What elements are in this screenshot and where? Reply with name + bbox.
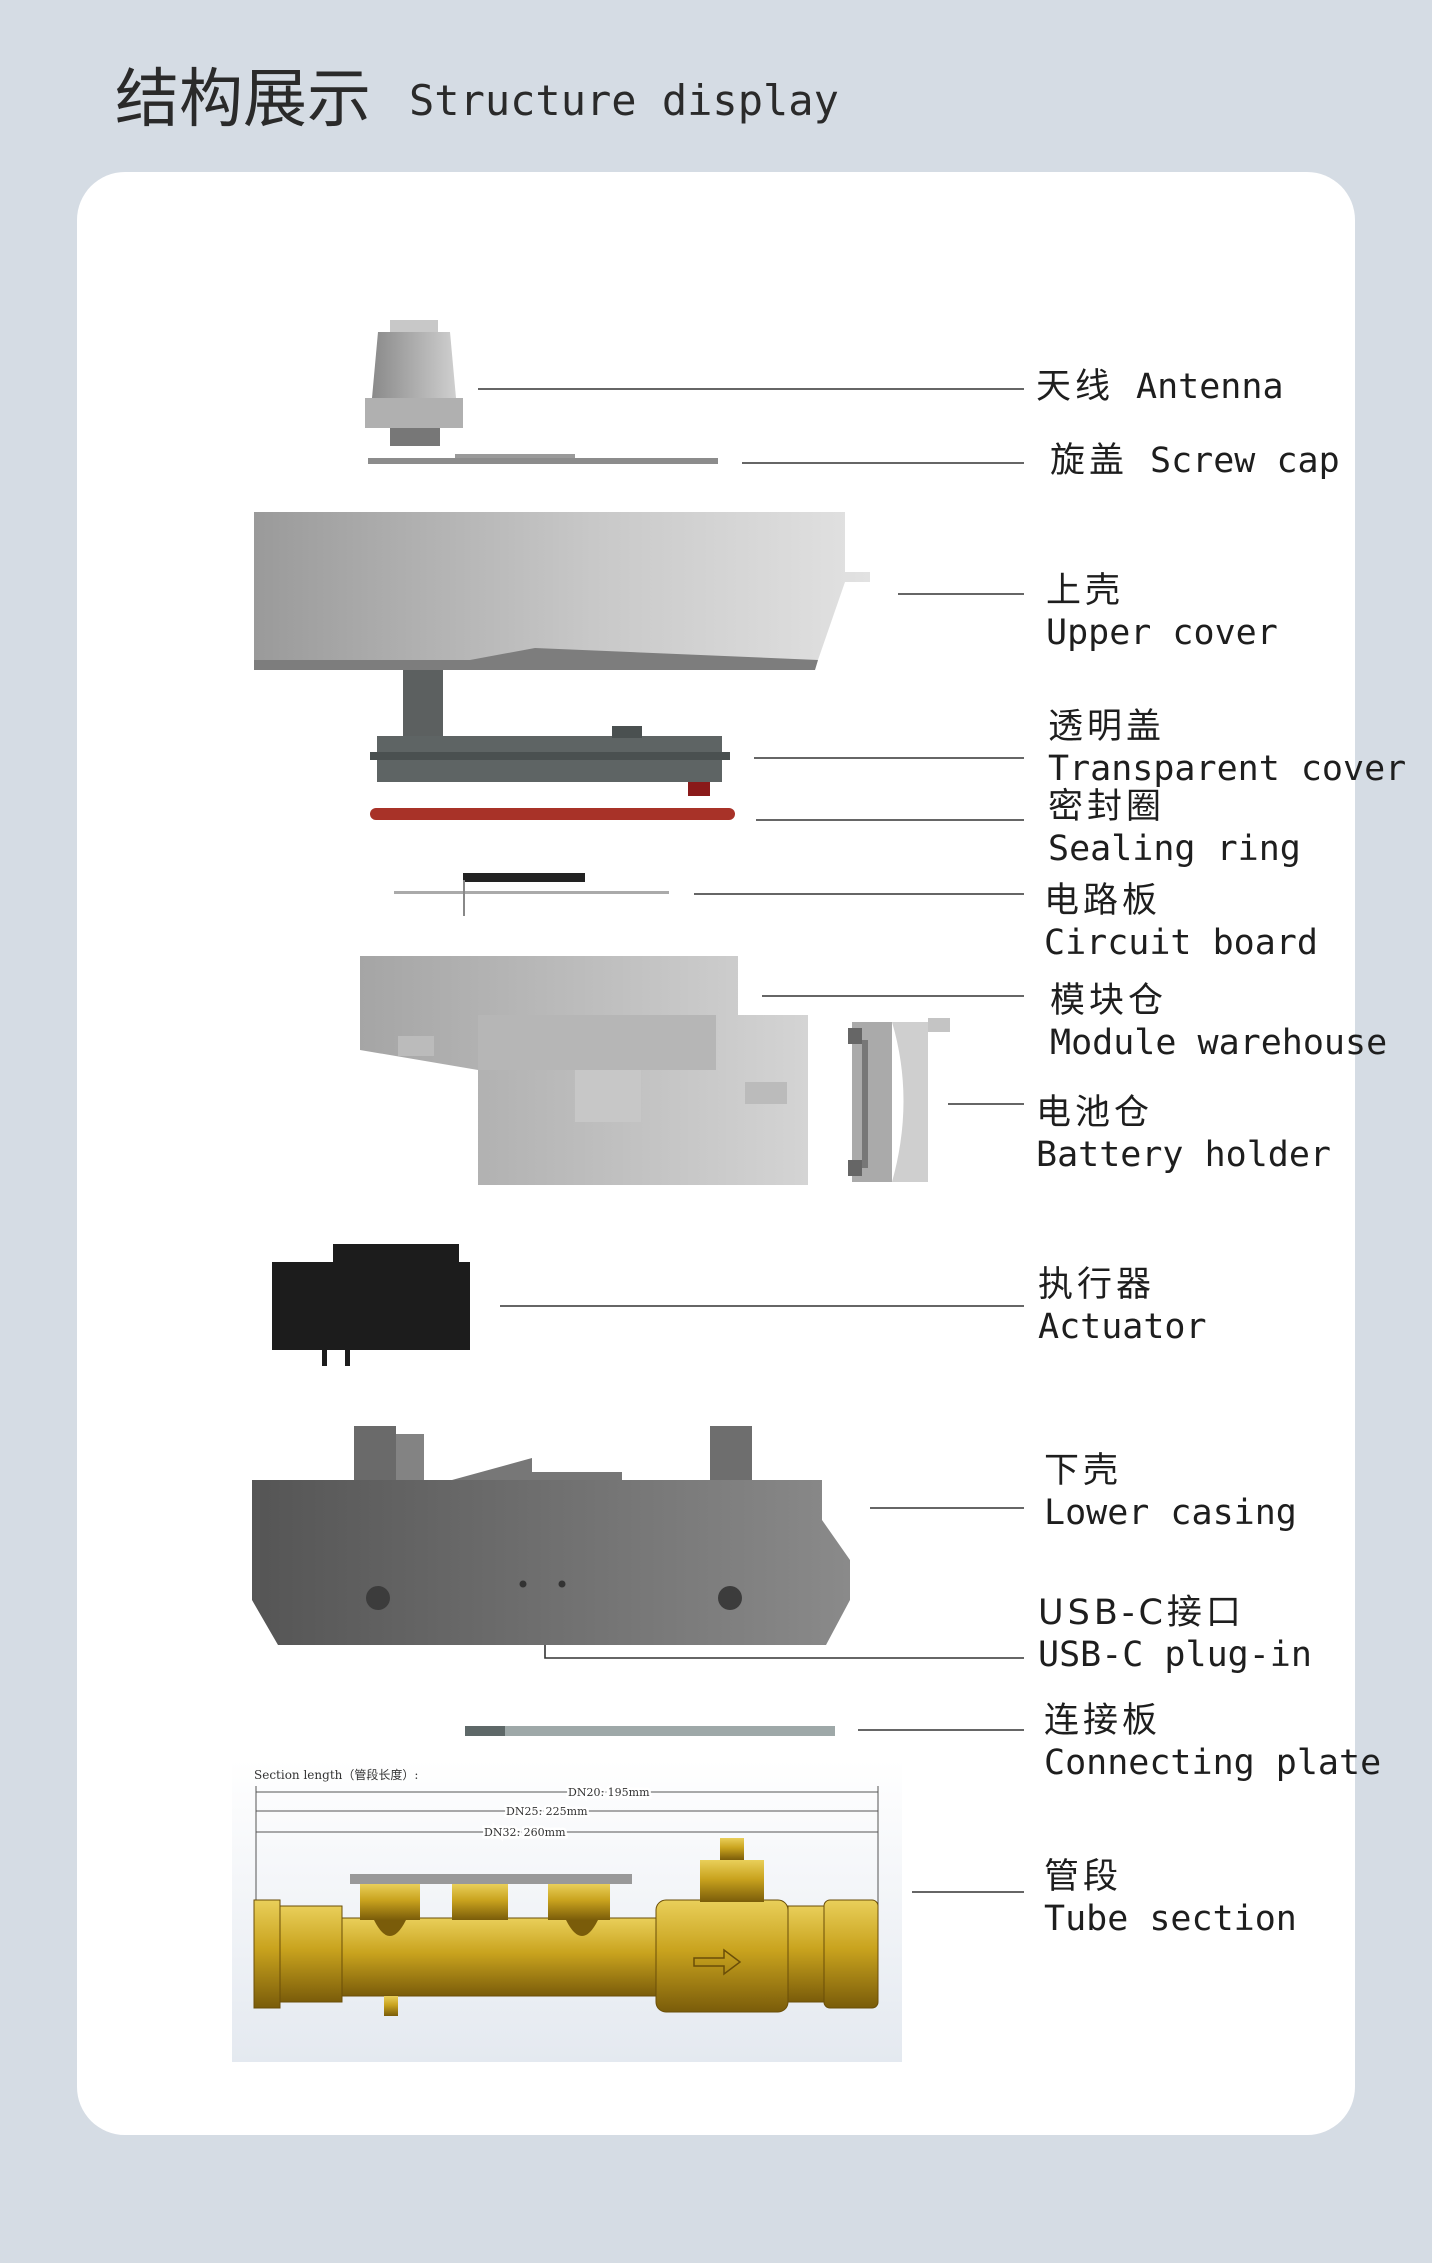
label-module-warehouse-zh: 模块仓 — [1050, 981, 1168, 1021]
label-sealing-ring-en: Sealing ring — [1048, 829, 1301, 869]
label-circuit-board-zh: 电路板 — [1044, 881, 1162, 921]
label-battery-holder-zh: 电池仓 — [1036, 1093, 1154, 1133]
page-title: 结构展示 Structure display — [115, 48, 839, 140]
tube-section-drawing: Section length（管段长度）: DN20: 195mm DN25: … — [232, 1760, 902, 2062]
label-transparent-cover-en: Transparent cover — [1048, 749, 1407, 789]
label-screw-cap: 旋盖 Screw cap — [1050, 440, 1340, 482]
label-module-warehouse-en: Module warehouse — [1050, 1023, 1388, 1063]
label-usb-c-en: USB-C plug-in — [1038, 1635, 1312, 1675]
antenna-drawing — [365, 320, 463, 446]
label-antenna: 天线 Antenna — [1036, 366, 1284, 408]
tube-heading: Section length（管段长度）: — [254, 1767, 418, 1782]
connecting-plate-drawing — [465, 1726, 835, 1736]
label-connecting-plate-zh: 连接板 — [1044, 1701, 1162, 1741]
page-title-zh: 结构展示 — [115, 63, 371, 137]
label-connecting-plate-en: Connecting plate — [1044, 1743, 1382, 1783]
page-title-en: Structure display — [409, 76, 839, 125]
actuator-drawing — [272, 1244, 470, 1366]
label-actuator-zh: 执行器 — [1038, 1265, 1156, 1305]
leader-usb-c — [544, 1645, 1024, 1659]
label-tube-section-zh: 管段 — [1044, 1857, 1123, 1897]
label-antenna-en: Antenna — [1136, 367, 1284, 407]
label-screw-cap-en: Screw cap — [1150, 441, 1340, 481]
module-warehouse-drawing — [360, 956, 808, 1185]
label-tube-section-en: Tube section — [1044, 1899, 1297, 1939]
label-lower-casing-en: Lower casing — [1044, 1493, 1297, 1533]
label-upper-cover-en: Upper cover — [1046, 613, 1278, 653]
tube-dim-dn25: DN25: 225mm — [506, 1805, 588, 1818]
label-transparent-cover-zh: 透明盖 — [1048, 707, 1166, 747]
label-lower-casing-zh: 下壳 — [1044, 1451, 1123, 1491]
label-actuator-en: Actuator — [1038, 1307, 1207, 1347]
tube-dim-dn32: DN32: 260mm — [484, 1826, 566, 1839]
label-circuit-board-en: Circuit board — [1044, 923, 1318, 963]
lower-casing-drawing — [252, 1426, 850, 1645]
upper-cover-drawing — [254, 512, 870, 670]
label-upper-cover-zh: 上壳 — [1046, 571, 1125, 611]
transparent-cover-drawing — [370, 670, 730, 796]
tube-dim-dn20: DN20: 195mm — [568, 1786, 650, 1799]
label-antenna-zh: 天线 — [1036, 367, 1115, 407]
sealing-ring-drawing — [370, 808, 735, 820]
circuit-board-drawing — [394, 873, 669, 916]
battery-holder-drawing — [848, 1018, 950, 1182]
screw-cap-drawing — [368, 454, 718, 464]
label-usb-c-zh: USB-C接口 — [1038, 1593, 1245, 1633]
label-sealing-ring-zh: 密封圈 — [1048, 787, 1166, 827]
label-battery-holder-en: Battery holder — [1036, 1135, 1332, 1175]
label-screw-cap-zh: 旋盖 — [1050, 441, 1129, 481]
